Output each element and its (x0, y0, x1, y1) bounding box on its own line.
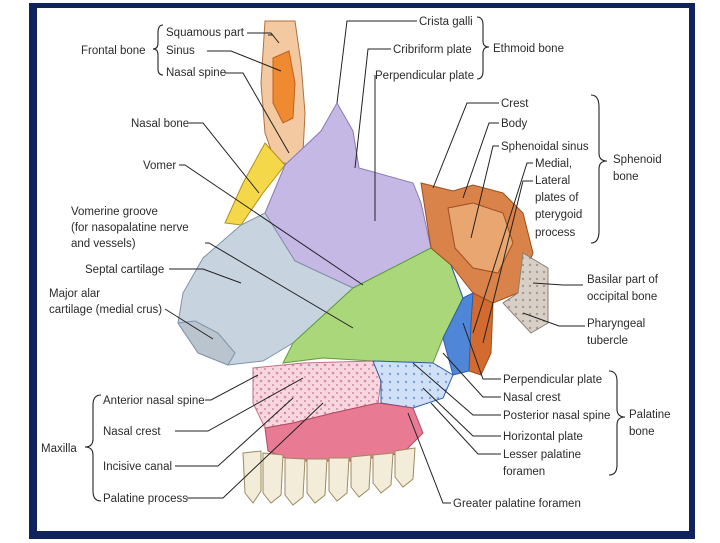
label-greater-palatine-foramen: Greater palatine foramen (453, 498, 581, 510)
frontal-sinus-shape (272, 50, 296, 124)
label-palatine-1: Palatine (629, 409, 671, 421)
occipital-shape (502, 252, 549, 334)
maxilla-brace (84, 394, 102, 502)
ethmoid-brace (476, 16, 490, 80)
label-crista-galli: Crista galli (419, 16, 473, 28)
label-pterygoid-5: process (535, 227, 576, 239)
label-vomerine-groove-3: and vessels) (71, 238, 136, 250)
label-sphenoid-1: Sphenoid (613, 154, 662, 166)
sphenoidal-sinus-shape (447, 202, 514, 274)
label-nasal-bone: Nasal bone (131, 118, 189, 130)
label-cribriform-plate: Cribriform plate (393, 44, 472, 56)
label-squamous-part: Squamous part (166, 27, 245, 39)
braces (84, 16, 626, 502)
labels-right: Crista galli Cribriform plate Ethmoid bo… (375, 16, 671, 510)
label-nasal-spine: Nasal spine (166, 67, 226, 79)
teeth (242, 447, 416, 506)
label-perpendicular-plate-ethmoid: Perpendicular plate (375, 70, 474, 82)
label-frontal-bone: Frontal bone (81, 45, 146, 57)
label-anterior-nasal-spine: Anterior nasal spine (103, 395, 205, 407)
label-sinus: Sinus (166, 45, 195, 57)
label-pharyngeal-2: tubercle (587, 335, 628, 347)
label-crest: Crest (501, 98, 529, 110)
label-palatine-process: Palatine process (103, 493, 188, 505)
label-horizontal-plate: Horizontal plate (503, 431, 583, 443)
label-vomer: Vomer (143, 160, 176, 172)
label-pterygoid-3: plates of (535, 192, 579, 204)
label-basilar-1: Basilar part of (587, 274, 659, 286)
label-incisive-canal: Incisive canal (103, 461, 172, 473)
label-lesser-palatine-1: Lesser palatine (503, 449, 581, 461)
label-basilar-2: occipital bone (587, 291, 657, 303)
label-perpendicular-plate-palatine: Perpendicular plate (503, 374, 602, 386)
alar-cartilage-shape (177, 320, 236, 366)
label-maxilla: Maxilla (41, 443, 77, 455)
anatomy (177, 20, 549, 506)
palatine-horizontal-shape (372, 360, 454, 409)
label-nasal-crest-palatine: Nasal crest (503, 392, 561, 404)
label-posterior-nasal-spine: Posterior nasal spine (503, 410, 610, 422)
nasal-septum-diagram: Squamous part Sinus Nasal spine Frontal … (41, 16, 671, 510)
label-pharyngeal-1: Pharyngeal (587, 318, 645, 330)
palatine-perpendicular-shape (442, 264, 474, 376)
label-body: Body (501, 118, 527, 130)
label-nasal-crest-maxilla: Nasal crest (103, 426, 161, 438)
label-palatine-2: bone (629, 426, 655, 438)
labels-left: Squamous part Sinus Nasal spine Frontal … (41, 27, 245, 505)
label-septal-cartilage: Septal cartilage (85, 264, 164, 276)
sphenoid-brace (590, 94, 608, 244)
label-pterygoid-2: Lateral (535, 175, 570, 187)
label-sphenoidal-sinus: Sphenoidal sinus (501, 141, 589, 153)
label-vomerine-groove-1: Vomerine groove (71, 206, 158, 218)
label-sphenoid-2: bone (613, 171, 639, 183)
label-pterygoid-4: pterygoid (535, 209, 582, 221)
leader-lines (164, 20, 585, 504)
label-major-alar-1: Major alar (49, 288, 100, 300)
label-vomerine-groove-2: (for nasopalatine nerve (71, 222, 189, 234)
palatine-brace (608, 370, 626, 476)
label-lesser-palatine-2: foramen (503, 466, 545, 478)
frontal-brace (152, 24, 164, 76)
label-major-alar-2: cartilage (medial crus) (49, 304, 162, 316)
label-pterygoid-1: Medial, (535, 158, 572, 170)
label-ethmoid-bone: Ethmoid bone (493, 43, 564, 55)
